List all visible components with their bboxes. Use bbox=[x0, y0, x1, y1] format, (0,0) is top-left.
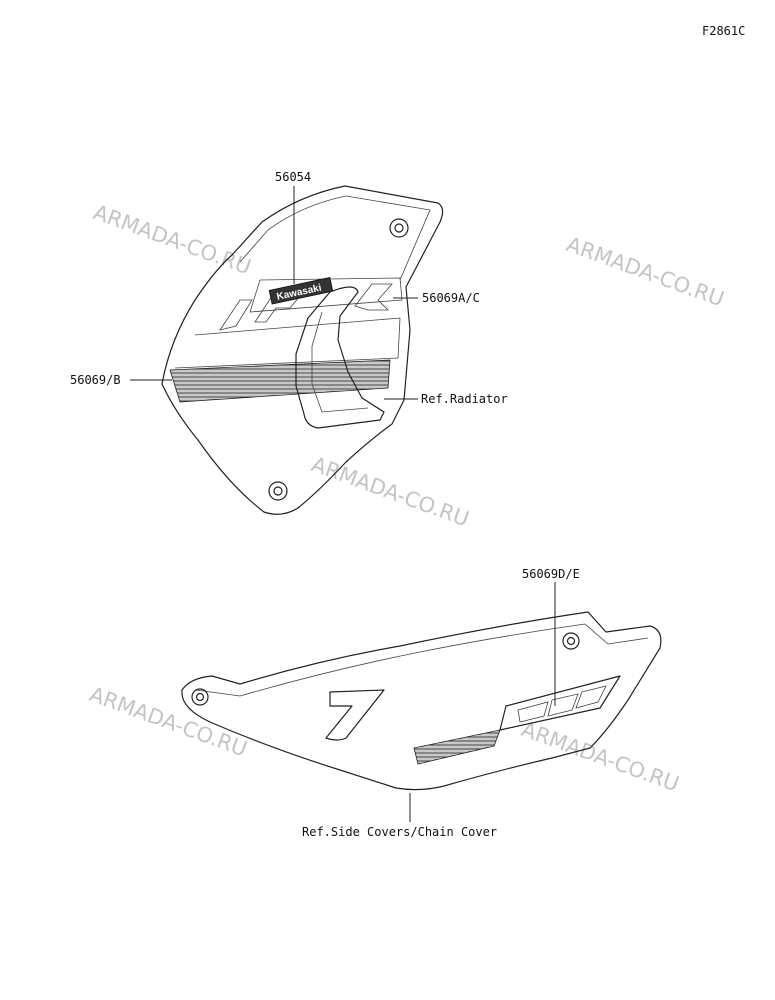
label-56069d-e: 56069D/E bbox=[522, 567, 580, 581]
label-ref-radiator: Ref.Radiator bbox=[421, 392, 508, 406]
watermark: ARMADA-CO.RU bbox=[308, 452, 472, 531]
decal-56069-b-stripe bbox=[169, 359, 391, 403]
mounting-hole bbox=[394, 223, 404, 233]
label-56054: 56054 bbox=[275, 170, 311, 184]
decal-56069-b-band bbox=[174, 317, 401, 369]
label-56069a-c: 56069A/C bbox=[422, 291, 480, 305]
figure-code: F2861C bbox=[702, 24, 745, 38]
watermark: ARMADA-CO.RU bbox=[90, 200, 254, 279]
side-cover bbox=[181, 611, 662, 791]
radiator-scoop bbox=[295, 286, 385, 429]
watermark: ARMADA-CO.RU bbox=[518, 717, 682, 796]
side-cover-recess bbox=[325, 689, 385, 741]
decal-upper-band bbox=[249, 277, 403, 313]
mounting-hole bbox=[195, 692, 205, 702]
side-cover-inner-edge bbox=[195, 623, 649, 697]
shroud-inner-edge bbox=[239, 195, 431, 281]
radiator-scoop-inner bbox=[311, 311, 369, 413]
mounting-hole bbox=[273, 486, 283, 496]
decal-56069de-stripe bbox=[413, 729, 501, 765]
radiator-shroud: Kawasaki bbox=[161, 185, 444, 515]
watermark: ARMADA-CO.RU bbox=[563, 232, 727, 311]
mounting-hole bbox=[191, 688, 209, 706]
mounting-hole bbox=[562, 632, 580, 650]
decal-56069de-digits bbox=[517, 685, 607, 723]
mounting-hole bbox=[389, 218, 409, 238]
side-cover-outline bbox=[181, 611, 662, 791]
decal-56069de bbox=[499, 675, 621, 731]
shroud-outline bbox=[161, 185, 444, 515]
label-ref-side-covers: Ref.Side Covers/Chain Cover bbox=[302, 825, 497, 839]
label-56069-b: 56069/B bbox=[70, 373, 121, 387]
mounting-hole bbox=[268, 481, 288, 501]
mounting-hole bbox=[566, 636, 576, 646]
